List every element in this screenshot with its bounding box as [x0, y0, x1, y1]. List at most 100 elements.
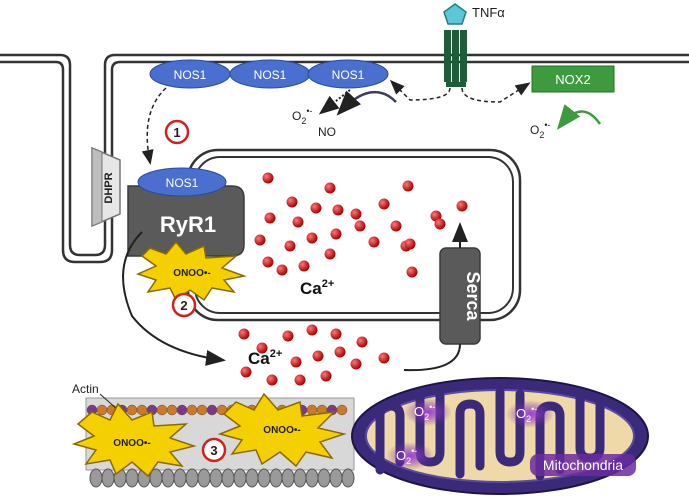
calcium-ion	[402, 180, 414, 192]
myosin-head	[125, 468, 139, 488]
actin-bead	[176, 404, 188, 416]
nox2-enzyme: NOX2	[531, 65, 615, 93]
sarcolemma-membrane	[0, 53, 689, 257]
nos1-membrane-3: NOS1	[307, 59, 389, 89]
actin-bead	[206, 404, 218, 416]
myosin-head	[317, 468, 331, 488]
ca-label-cytosol: Ca2+	[248, 348, 282, 368]
onoo-label-right: ONOO•-	[263, 425, 300, 436]
ryr1-label: RyR1	[160, 212, 216, 237]
calcium-ion	[350, 358, 362, 370]
onoo-label-left: ONOO•-	[113, 438, 150, 449]
calcium-ion	[378, 198, 390, 210]
calcium-ion	[306, 232, 318, 244]
actin-bead	[136, 404, 148, 416]
o2-label-mito-3: O2•-	[396, 446, 417, 466]
calcium-ion	[262, 172, 274, 184]
ca-release-arrow	[122, 231, 226, 366]
o2-label-membrane: O2•-	[292, 106, 313, 126]
step-2-marker: 2	[171, 292, 197, 318]
myosin-head	[233, 468, 247, 488]
myosin-head	[341, 468, 355, 488]
actin-label: Actin	[72, 382, 99, 396]
step-3-marker: 3	[201, 437, 227, 463]
calcium-ion	[354, 220, 366, 232]
calcium-ion	[330, 328, 342, 340]
tnf-to-nox2-arrow	[461, 82, 531, 103]
calcium-ion	[368, 236, 380, 248]
myosin-head	[197, 468, 211, 488]
calcium-ion	[238, 328, 250, 340]
myosin-head	[161, 468, 175, 488]
ryr1-channel: RyR1	[127, 185, 245, 257]
calcium-ion	[404, 238, 416, 250]
step-1-label: 1	[173, 125, 180, 140]
onoo-burst-ryr1: ONOO•-	[135, 240, 247, 302]
calcium-ion	[356, 336, 368, 348]
mitochondrion: O2•- O2•- O2•- Mitochondria	[351, 377, 649, 495]
onoo-burst-left: ONOO•-	[71, 402, 197, 478]
myosin-head	[209, 468, 223, 488]
calcium-ion	[390, 220, 402, 232]
mitochondria-label: Mitochondria	[543, 457, 623, 473]
myosin-head	[281, 468, 295, 488]
tnf-ligand	[443, 3, 467, 25]
actin-bead	[186, 404, 198, 416]
nos1-label-3: NOS1	[332, 68, 365, 82]
actin-pointer	[99, 393, 119, 411]
nos1-to-ryr1-arrow	[141, 87, 167, 165]
calcium-ion	[282, 330, 294, 342]
calcium-ion	[330, 228, 342, 240]
nos1-label-ryr1: NOS1	[166, 176, 199, 190]
step-3-label: 3	[210, 443, 217, 458]
calcium-ion	[306, 324, 318, 336]
actin-bead	[96, 404, 108, 416]
ca-label-sr: Ca2+	[300, 278, 334, 298]
calcium-ion	[290, 356, 302, 368]
serca-pump: Serca	[439, 247, 483, 345]
nos1-membrane-1: NOS1	[149, 59, 231, 89]
calcium-ion	[312, 350, 324, 362]
myosin-head	[173, 468, 187, 488]
myosin-head	[221, 468, 235, 488]
o2-label-nox2: O2•-	[530, 120, 551, 140]
no-label: NO	[318, 125, 336, 139]
nos1-membrane-2: NOS1	[229, 59, 311, 89]
calcium-ion	[310, 202, 322, 214]
calcium-ion	[350, 208, 362, 220]
actin-bead	[156, 404, 168, 416]
onoo-label-ryr1: ONOO•-	[173, 268, 210, 279]
calcium-ion	[406, 266, 418, 278]
o2-label-mito-2: O2•-	[516, 404, 537, 424]
calcium-ion	[262, 256, 274, 268]
myosin-head	[293, 468, 307, 488]
nos1-ryr1: NOS1	[137, 167, 227, 197]
o2-label-mito-1: O2•-	[414, 402, 435, 422]
myosin-head	[101, 468, 115, 488]
calcium-ion	[266, 374, 278, 386]
nox2-to-o2-curve	[556, 104, 602, 130]
calcium-ion	[324, 248, 336, 260]
nos1-label-2: NOS1	[254, 68, 287, 82]
calcium-ion	[284, 240, 296, 252]
calcium-ion	[292, 216, 304, 228]
calcium-ion	[276, 264, 288, 276]
onoo-burst-right: ONOO•-	[217, 392, 347, 468]
calcium-ion	[294, 374, 306, 386]
myosin-head	[245, 468, 259, 488]
nos1-to-no-curve	[336, 90, 397, 116]
calcium-ion	[332, 204, 344, 216]
step-2-label: 2	[180, 298, 187, 313]
calcium-ions	[238, 172, 468, 386]
serca-uptake-arrow	[403, 343, 461, 372]
actin-bead	[306, 404, 318, 416]
actin-bead	[166, 404, 178, 416]
actin-bead	[196, 404, 208, 416]
sarcolemma-membrane-inner	[0, 60, 689, 264]
myosin-head	[329, 468, 343, 488]
myosin-head	[89, 468, 103, 488]
serca-label: Serca	[463, 271, 483, 321]
dhpr-label: DHPR	[103, 172, 115, 203]
